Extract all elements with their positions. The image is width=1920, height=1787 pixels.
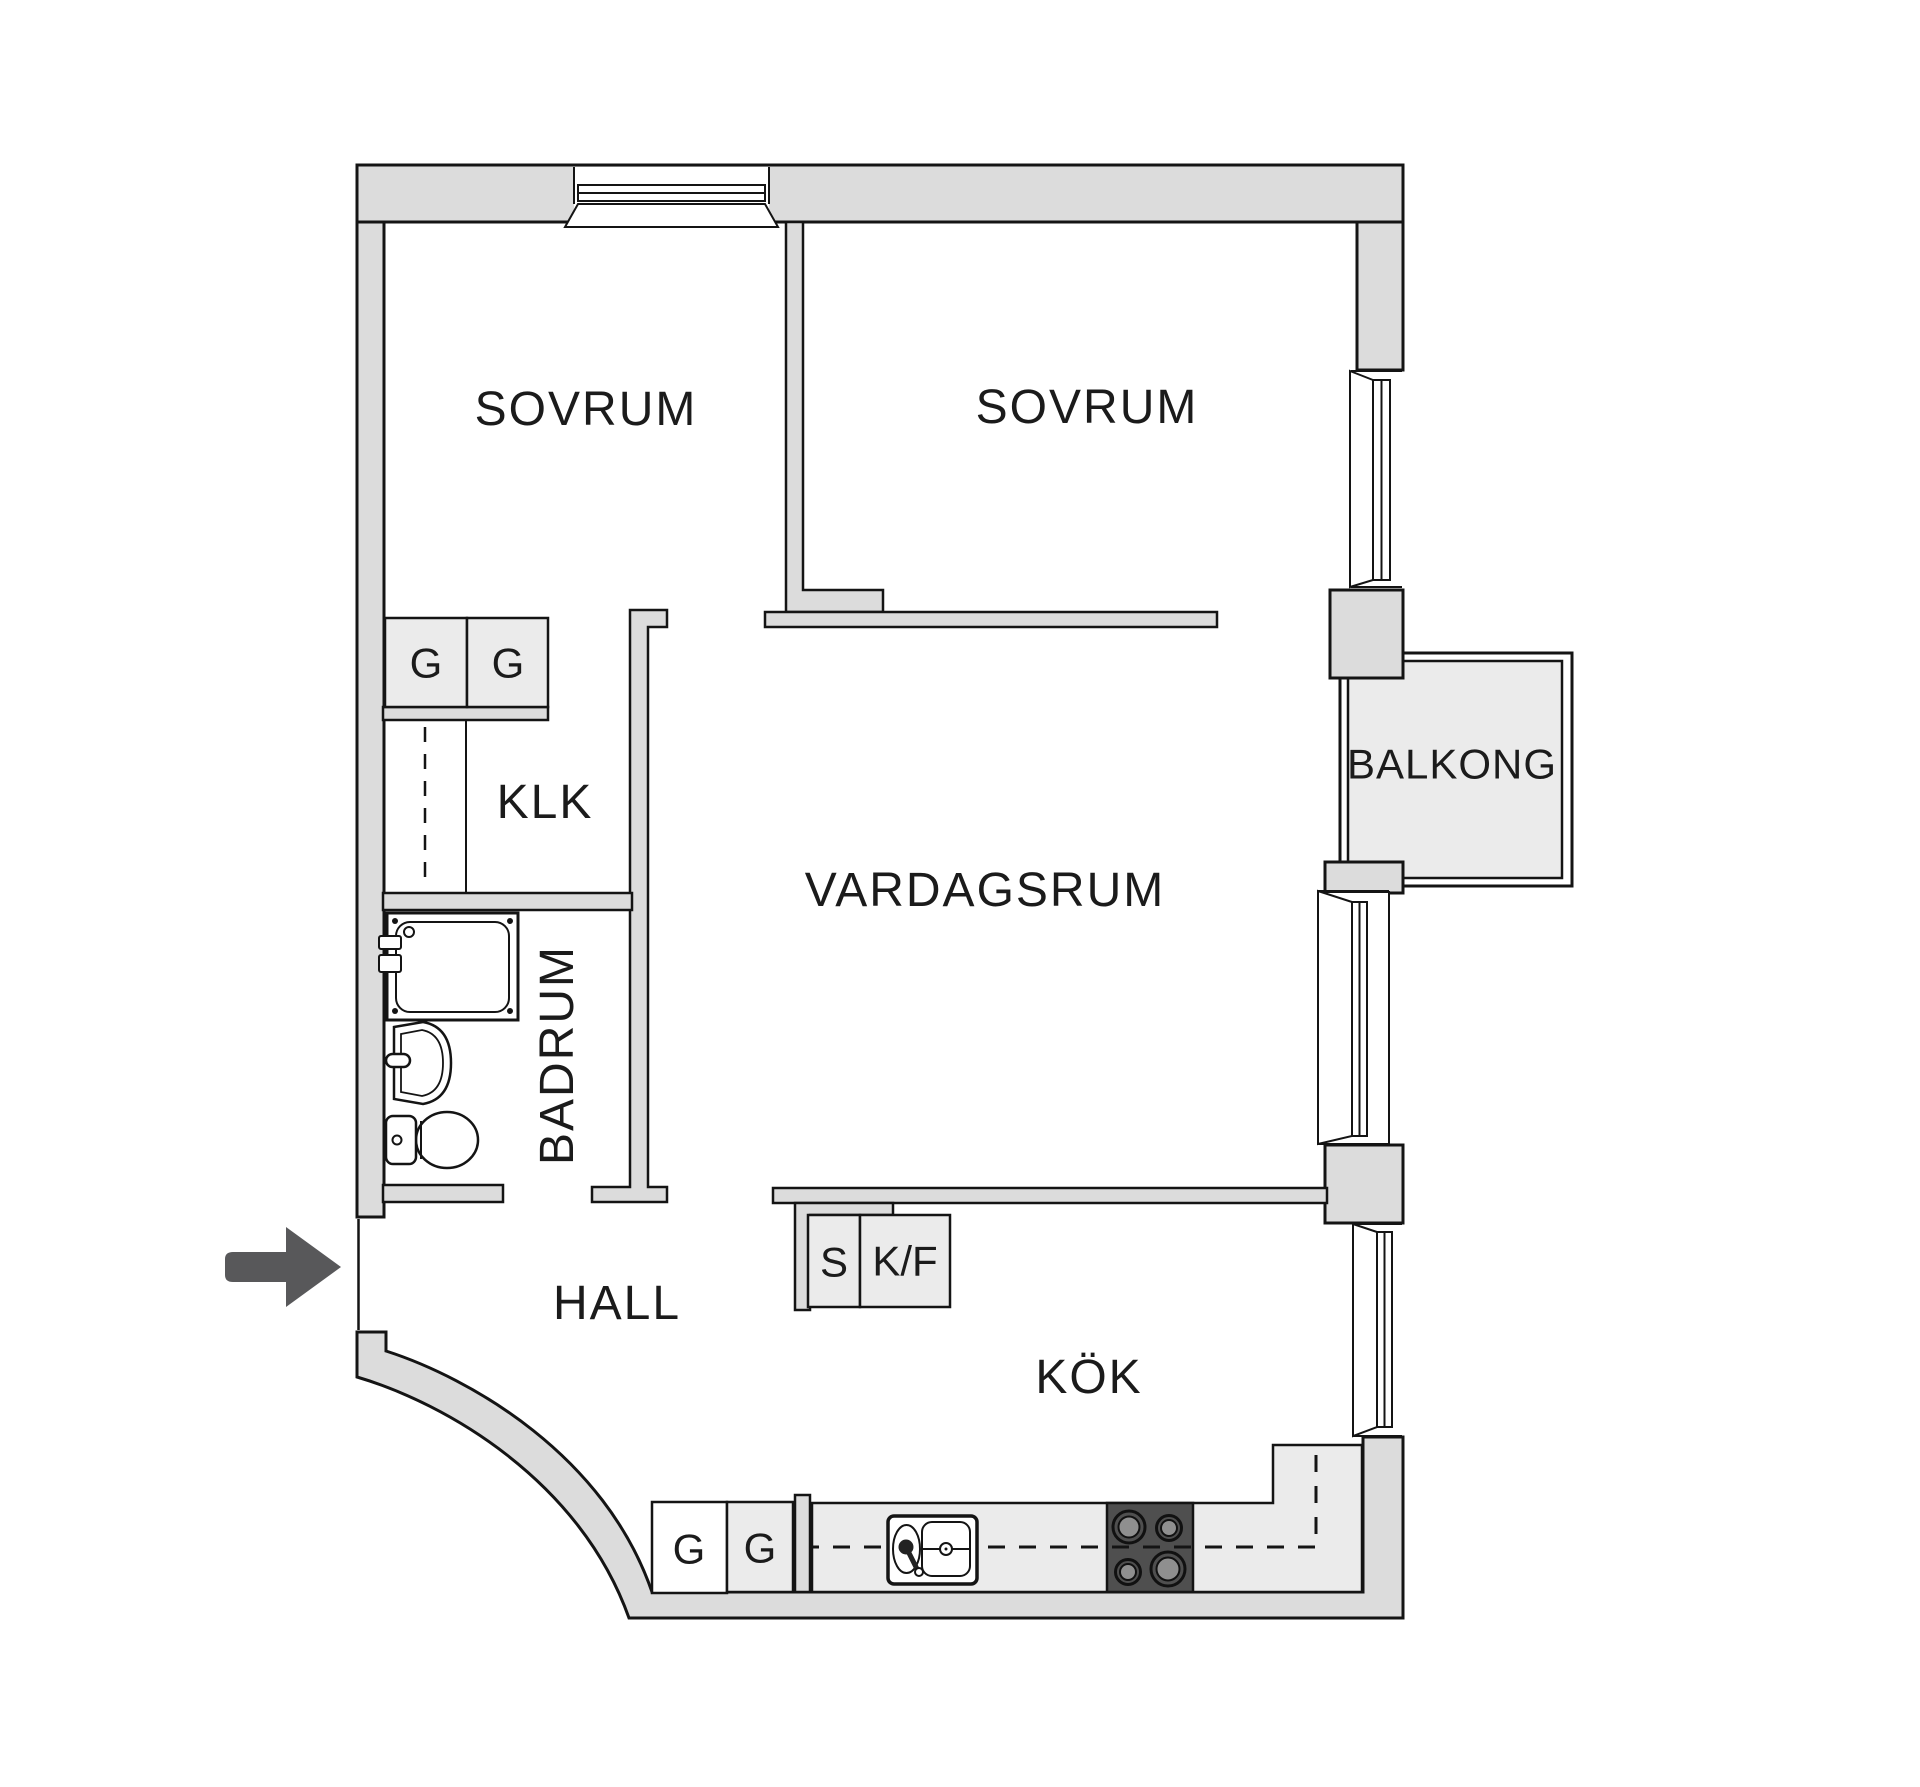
shower — [378, 911, 520, 1022]
window-kitchen — [1352, 1222, 1402, 1438]
wall-klk-badrum-east — [590, 608, 669, 1204]
burner-icon — [1155, 1514, 1183, 1542]
wall-klk-north — [381, 705, 550, 722]
window-reveal — [1352, 1222, 1378, 1438]
window-reveal — [1317, 889, 1353, 1146]
fridge-freezer-label: K/F — [872, 1238, 937, 1285]
hall-wardrobe-1-label: G — [673, 1526, 706, 1573]
closet-interior — [423, 720, 467, 893]
bedroom-right-label: SOVRUM — [976, 381, 1199, 434]
burner-icon — [1119, 1563, 1137, 1581]
exterior-wall-right-upper — [1355, 220, 1405, 372]
shower-mixer — [378, 954, 402, 973]
bedroom-wardrobe-2-box — [465, 616, 550, 709]
washbasin-faucet — [384, 1052, 412, 1069]
closet-label: KLK — [497, 776, 594, 829]
cabinet-s-label: S — [820, 1239, 848, 1286]
burner-icon — [1149, 1550, 1187, 1588]
bathroom-label: BADRUM — [531, 945, 584, 1165]
window-bedroom-left — [563, 167, 780, 228]
exterior-wall-top — [355, 163, 1405, 224]
toilet-flush-button — [391, 1134, 403, 1146]
bedroom-wardrobe-2-label: G — [492, 640, 525, 687]
bedroom-wardrobe-1-label: G — [410, 640, 443, 687]
wall-worktop-stub — [793, 1493, 812, 1594]
burner-icon — [1117, 1515, 1141, 1539]
hall-label: HALL — [553, 1277, 681, 1330]
balcony — [1338, 651, 1574, 888]
wall-kitchen-north — [771, 1186, 1329, 1205]
cabinet-s-box — [806, 1213, 862, 1309]
bedroom-left-label: SOVRUM — [475, 383, 698, 436]
living-room-label: VARDAGSRUM — [805, 864, 1165, 917]
wall-bedroom-right-south — [763, 610, 1219, 629]
fridge-freezer-box — [858, 1213, 952, 1309]
window-bedroom-right — [1349, 369, 1402, 589]
kitchen-sink — [886, 1514, 979, 1586]
window-living-room — [1317, 889, 1390, 1146]
window-reveal — [1349, 369, 1374, 589]
shower-mixer — [378, 935, 402, 950]
wall-pier-above-balcony-door — [1328, 588, 1405, 680]
wall-klk-badrum-divider — [381, 891, 634, 912]
burner-icon — [1160, 1519, 1178, 1537]
shower-drain — [403, 926, 415, 938]
kitchen-label: KÖK — [1035, 1351, 1142, 1404]
kitchen-fittings — [806, 1213, 1364, 1594]
burner-icon — [1114, 1558, 1142, 1586]
burner-icon — [1155, 1556, 1181, 1582]
balcony-floor — [1346, 659, 1564, 880]
window-sill — [563, 203, 780, 228]
bathroom-fixtures — [378, 911, 520, 1170]
wall-bedroom-divider — [784, 220, 885, 614]
bedroom-wardrobe-1-box — [383, 616, 469, 709]
wall-badrum-south — [381, 1183, 505, 1204]
exterior-wall-left — [355, 220, 386, 1219]
entry-arrow-icon — [225, 1227, 341, 1307]
wall-pier-right-middle — [1323, 1143, 1405, 1225]
interior-walls — [381, 220, 1329, 1594]
hall-wardrobe-2-label: G — [744, 1525, 777, 1572]
hall-wardrobe-2-box — [725, 1500, 795, 1594]
wall-pier-below-balcony-door — [1323, 860, 1405, 895]
balcony-label: BALKONG — [1347, 741, 1557, 788]
toilet — [384, 1110, 480, 1170]
burner-icon — [1111, 1509, 1147, 1545]
washbasin — [384, 1020, 453, 1106]
toilet-bowl — [414, 1110, 480, 1170]
